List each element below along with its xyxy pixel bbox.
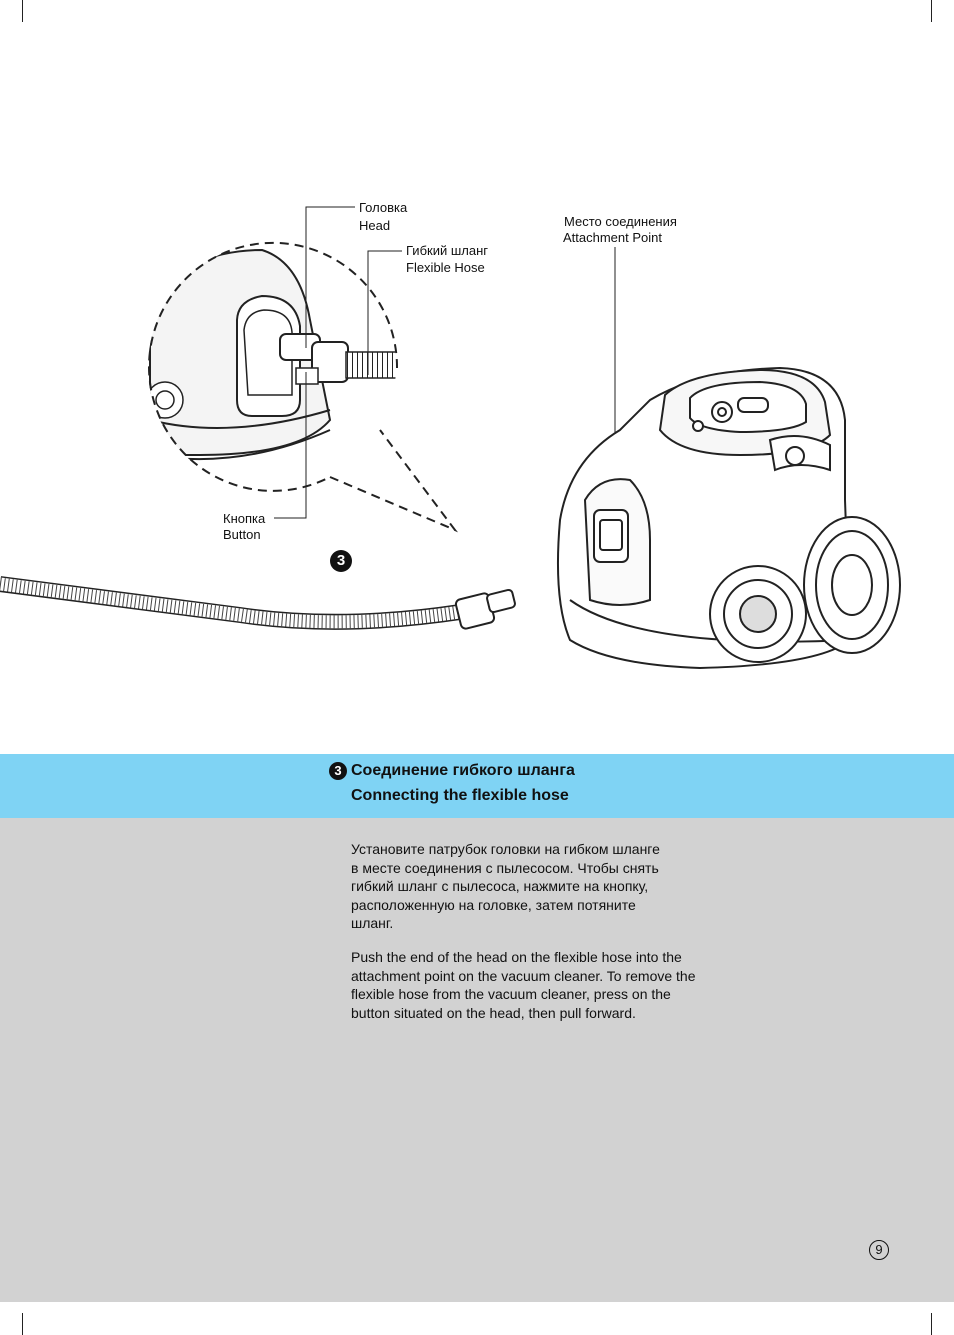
flexible-hose-drawing bbox=[0, 576, 516, 630]
section-title-ru: Соединение гибкого шланга bbox=[351, 762, 575, 779]
section-step-badge: 3 bbox=[329, 762, 347, 780]
crop-mark-bottom-left bbox=[22, 1313, 23, 1335]
attachment-point-label-ru: Место соединения bbox=[564, 214, 677, 229]
hose-connection-illustration bbox=[0, 206, 901, 670]
page-number: 9 bbox=[869, 1240, 889, 1260]
button-label-ru: Кнопка bbox=[223, 511, 266, 526]
figure-step-marker: 3 bbox=[330, 550, 352, 572]
vacuum-cleaner-drawing bbox=[557, 366, 901, 670]
instruction-text-en: Push the end of the head on the flexible… bbox=[351, 949, 696, 1021]
head-label-en: Head bbox=[359, 218, 391, 233]
section-title-band bbox=[0, 754, 954, 818]
section-body-band bbox=[0, 818, 954, 1302]
magnified-head-detail bbox=[148, 241, 459, 533]
flexible-hose-label-ru: Гибкий шланг bbox=[406, 243, 489, 258]
section-title-en: Connecting the flexible hose bbox=[351, 787, 569, 804]
button-label-en: Button bbox=[223, 527, 261, 542]
crop-mark-bottom-right bbox=[931, 1313, 932, 1335]
flexible-hose-label-en: Flexible Hose bbox=[406, 260, 485, 275]
crop-mark-top-left bbox=[22, 0, 23, 22]
head-label-ru: Головка bbox=[359, 200, 408, 215]
crop-mark-top-right bbox=[931, 0, 932, 22]
instruction-text-ru: Установите патрубок головки на гибком шл… bbox=[351, 841, 660, 932]
attachment-point-label-en: Attachment Point bbox=[563, 230, 662, 245]
